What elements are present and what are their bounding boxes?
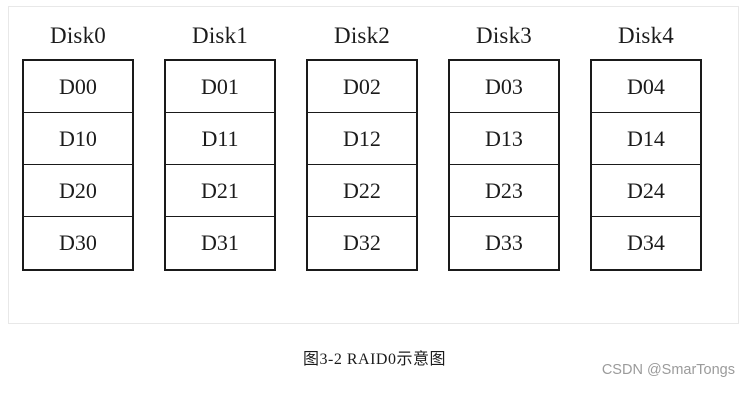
disk-box-4: D04 D14 D24 D34 xyxy=(590,59,702,271)
data-block: D02 xyxy=(308,61,416,113)
disk-title-4: Disk4 xyxy=(618,23,674,48)
disk-box-3: D03 D13 D23 D33 xyxy=(448,59,560,271)
data-block: D32 xyxy=(343,230,381,255)
data-block: D21 xyxy=(166,165,274,217)
data-block: D01 xyxy=(166,61,274,113)
disk-title-1: Disk1 xyxy=(192,23,248,48)
data-block: D24 xyxy=(592,165,700,217)
data-block: D22 xyxy=(308,165,416,217)
data-block: D14 xyxy=(592,113,700,165)
disk-title-3: Disk3 xyxy=(476,23,532,48)
disk-column-1: Disk1 D01 D11 D21 D31 xyxy=(164,22,276,271)
data-block: D03 xyxy=(450,61,558,113)
data-block: D23 xyxy=(450,165,558,217)
disk-box-2: D02 D12 D22 D32 xyxy=(306,59,418,271)
data-block: D00 xyxy=(24,61,132,113)
data-block: D04 xyxy=(592,61,700,113)
data-block: D12 xyxy=(308,113,416,165)
disk-array: Disk0 D00 D10 D20 D30 Disk1 D01 D11 D21 … xyxy=(22,22,722,271)
data-block: D11 xyxy=(166,113,274,165)
watermark-text: CSDN @SmarTongs xyxy=(601,362,735,378)
data-block: D10 xyxy=(24,113,132,165)
disk-column-3: Disk3 D03 D13 D23 D33 xyxy=(448,22,560,271)
disk-title-2: Disk2 xyxy=(334,23,390,48)
disk-column-0: Disk0 D00 D10 D20 D30 xyxy=(22,22,134,271)
data-block: D13 xyxy=(450,113,558,165)
data-block: D30 xyxy=(59,230,97,255)
data-block: D33 xyxy=(485,230,523,255)
data-block: D34 xyxy=(627,230,665,255)
disk-title-0: Disk0 xyxy=(50,23,106,48)
disk-box-1: D01 D11 D21 D31 xyxy=(164,59,276,271)
data-block: D20 xyxy=(24,165,132,217)
figure-caption: 图3-2 RAID0示意图 xyxy=(303,351,446,368)
disk-column-4: Disk4 D04 D14 D24 D34 xyxy=(590,22,702,271)
data-block: D31 xyxy=(201,230,239,255)
disk-box-0: D00 D10 D20 D30 xyxy=(22,59,134,271)
disk-column-2: Disk2 D02 D12 D22 D32 xyxy=(306,22,418,271)
